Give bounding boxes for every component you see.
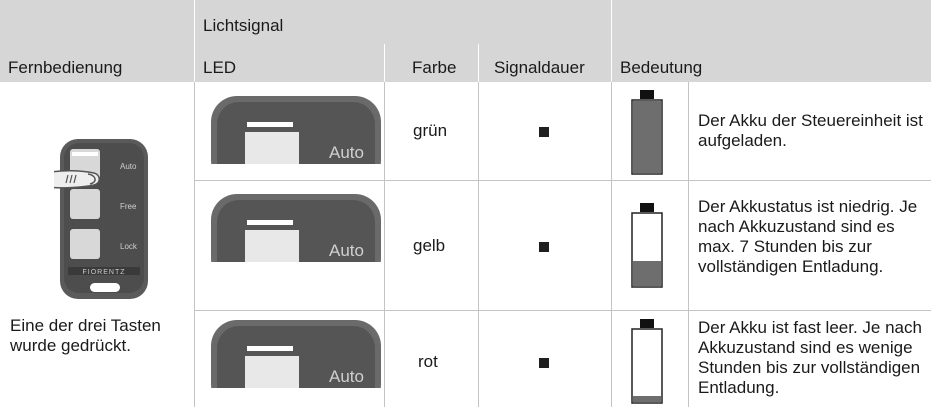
battery-icon [631,203,663,288]
led-illustration: Auto [211,96,381,164]
remote-button-label: Free [120,202,137,211]
header-group-lichtsignal: Lichtsignal [203,16,284,35]
header-divider [194,0,195,82]
row-farbe: gelb [413,236,446,255]
signal-duration-mark [539,358,549,368]
led-label: Auto [329,367,364,386]
remote-control-image: Auto Free Lock FIORENTZ [45,125,154,305]
column-divider [384,82,385,407]
table-header: Lichtsignal Fernbedienung LED Farbe Sign… [0,0,931,82]
row-farbe: rot [418,352,438,371]
remote-caption: Eine der drei Tasten wurde gedrückt. [10,316,161,355]
column-divider [611,82,612,407]
row-divider [194,180,931,181]
battery-fill-level [633,101,661,173]
header-farbe: Farbe [412,58,457,77]
remote-brand-logo: FIORENTZ [83,269,126,276]
remote-button-label: Auto [120,162,137,171]
header-led: LED [203,58,237,77]
battery-icon [631,90,663,175]
battery-fill-level [633,396,661,402]
led-illustration: Auto [211,194,381,262]
battery-icon [631,319,663,404]
header-fernbedienung: Fernbedienung [8,58,123,77]
column-divider [478,82,479,407]
signal-duration-mark [539,242,549,252]
column-divider [194,82,195,407]
battery-fill-level [633,261,661,286]
row-farbe: grün [413,121,448,140]
header-divider [384,44,385,82]
row-divider [194,310,931,311]
row-bedeutung: Der Akkustatus ist niedrig. Je nach Akku… [698,197,918,276]
header-divider [611,0,612,82]
header-bedeutung: Bedeutung [620,58,703,77]
led-label: Auto [329,143,364,162]
signal-duration-mark [539,127,549,137]
column-divider [688,82,689,407]
row-bedeutung: Der Akku ist fast leer. Je nach Akkuzust… [698,318,922,397]
led-label: Auto [329,241,364,260]
header-signaldauer: Signaldauer [494,58,585,77]
header-divider [478,44,479,82]
remote-button-label: Lock [120,242,138,251]
row-bedeutung: Der Akku der Steuereinheit ist aufgelade… [698,111,923,150]
led-illustration: Auto [211,320,381,388]
